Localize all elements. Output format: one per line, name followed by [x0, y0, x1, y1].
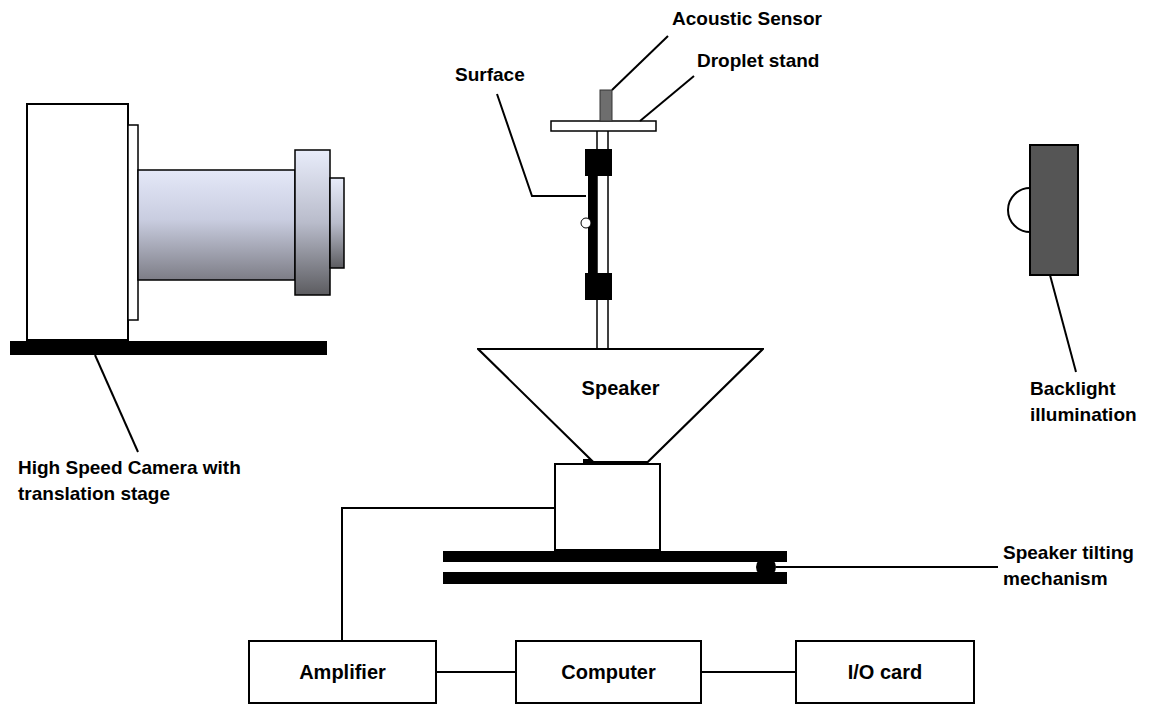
stand-label: Droplet stand	[697, 48, 877, 74]
node-text: I/O card	[848, 660, 922, 685]
camera-label: High Speed Camera with translation stage	[18, 455, 258, 506]
camera-figure	[10, 104, 344, 452]
backlight-figure	[1008, 145, 1078, 372]
cone-outline	[477, 348, 764, 463]
computer-box: Computer	[515, 640, 702, 704]
node-text: Computer	[561, 660, 655, 685]
surface-assembly	[497, 36, 694, 349]
speaker-cone: Speaker	[477, 348, 764, 463]
signal-wire	[437, 671, 515, 673]
signal-wire	[702, 671, 795, 673]
io-card-box: I/O card	[795, 640, 975, 704]
surface-label: Surface	[455, 62, 575, 88]
sensor-label: Acoustic Sensor	[672, 6, 872, 32]
node-text: Amplifier	[299, 660, 386, 685]
speaker-base	[342, 459, 998, 640]
tilt-label: Speaker tilting mechanism	[1003, 540, 1168, 591]
node-text: Speaker	[477, 376, 764, 401]
amplifier-box: Amplifier	[248, 640, 437, 704]
backlight-label: Backlight illumination	[1030, 376, 1165, 427]
